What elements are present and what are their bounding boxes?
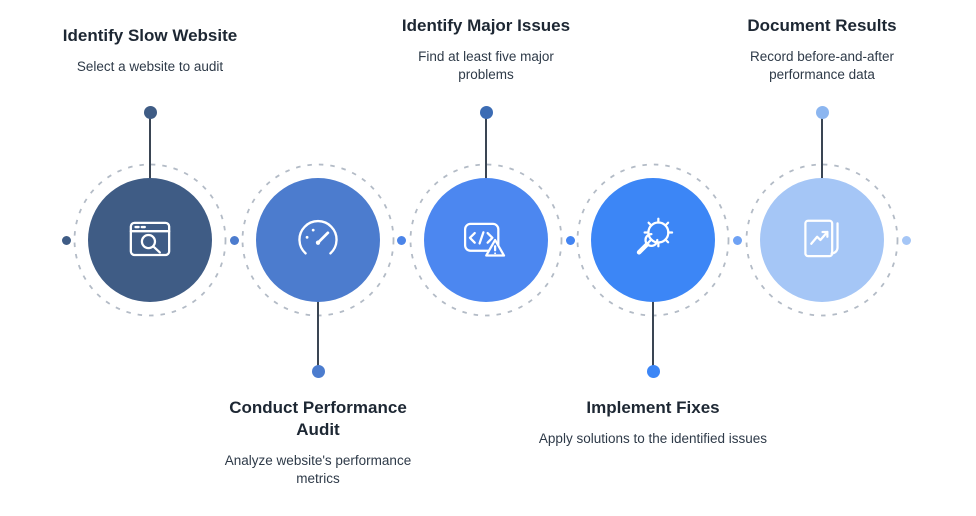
connector-line xyxy=(821,117,823,180)
step-circle xyxy=(88,178,212,302)
connector-line xyxy=(485,117,487,180)
step-label: Conduct Performance Audit Analyze websit… xyxy=(198,397,438,489)
step-dot xyxy=(646,364,660,378)
step-title: Identify Major Issues xyxy=(401,16,571,35)
document-chart-icon xyxy=(804,219,839,258)
step-dot xyxy=(815,105,829,119)
code-warning-icon xyxy=(463,222,506,257)
path-dot xyxy=(901,235,911,245)
step-label: Implement Fixes Apply solutions to the i… xyxy=(528,397,778,448)
connector-line xyxy=(652,300,654,366)
step-title: Implement Fixes xyxy=(586,398,720,417)
path-dot xyxy=(396,235,406,245)
path-dot xyxy=(61,235,71,245)
step-dot xyxy=(143,105,157,119)
step-title: Conduct Performance Audit xyxy=(229,398,407,440)
step-circle xyxy=(256,178,380,302)
path-dot xyxy=(565,235,575,245)
gear-wrench-icon xyxy=(636,217,674,255)
connector-line xyxy=(317,300,319,366)
step-dot xyxy=(479,105,493,119)
browser-search-icon xyxy=(129,221,171,257)
step-description: Record before-and-after performance data xyxy=(749,49,895,83)
dashed-ring xyxy=(409,163,563,317)
connector-line xyxy=(149,117,151,180)
step-description: Analyze website's performance metrics xyxy=(224,453,412,487)
step-label: Identify Slow Website Select a website t… xyxy=(35,25,265,76)
step-circle xyxy=(760,178,884,302)
step-title: Document Results xyxy=(747,16,897,35)
speedometer-icon xyxy=(298,220,338,255)
step-circle xyxy=(424,178,548,302)
step-label: Identify Major Issues Find at least five… xyxy=(366,15,606,85)
path-dot xyxy=(732,235,742,245)
step-description: Find at least five major problems xyxy=(418,49,554,83)
step-title: Identify Slow Website xyxy=(62,26,238,45)
step-label: Document Results Record before-and-after… xyxy=(702,15,942,85)
step-circle xyxy=(591,178,715,302)
step-dot xyxy=(311,364,325,378)
path-dot xyxy=(229,235,239,245)
step-description: Apply solutions to the identified issues xyxy=(538,431,768,447)
step-description: Select a website to audit xyxy=(76,59,224,75)
dashed-ring xyxy=(73,163,227,317)
dashed-ring xyxy=(745,163,899,317)
